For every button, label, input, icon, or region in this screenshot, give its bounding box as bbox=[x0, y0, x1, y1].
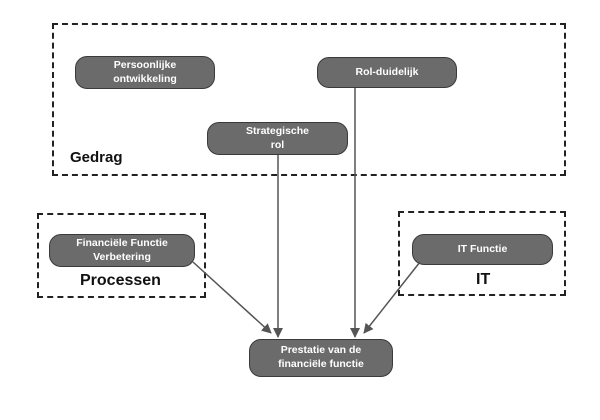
node-prestatie-line1: Prestatie van de bbox=[280, 344, 362, 357]
node-financiele-functie-verbetering: Financiële Functie Verbetering bbox=[49, 234, 195, 267]
node-rol-duidelijk: Rol-duidelijk bbox=[317, 57, 457, 88]
edge-financiele-to-prestatie bbox=[192, 261, 272, 334]
node-financiele-line2: Verbetering bbox=[93, 250, 151, 263]
node-strategische-rol: Strategische rol bbox=[207, 122, 348, 155]
node-strategische-line1: Strategische bbox=[245, 124, 310, 137]
node-prestatie-line2: financiële functie bbox=[278, 358, 364, 370]
group-it bbox=[398, 211, 566, 296]
node-financiele-line1: Financiële Functie bbox=[76, 236, 168, 249]
group-gedrag bbox=[52, 23, 566, 176]
node-persoonlijke-ontwikkeling: Persoonlijke ontwikkeling bbox=[75, 56, 215, 89]
group-it-label: IT bbox=[476, 271, 491, 288]
node-prestatie-financiele-functie: Prestatie van de financiële functie bbox=[249, 339, 393, 377]
node-persoonlijke-line2: ontwikkeling bbox=[113, 72, 177, 85]
group-processen bbox=[37, 213, 206, 298]
group-gedrag-label: Gedrag bbox=[70, 149, 123, 166]
group-processen-label: Processen bbox=[80, 272, 161, 289]
edge-it-functie-to-prestatie bbox=[363, 261, 421, 334]
node-persoonlijke-line1: Persoonlijke bbox=[113, 58, 177, 71]
node-it-functie: IT Functie bbox=[412, 234, 553, 265]
node-strategische-line2: rol bbox=[270, 138, 285, 151]
node-rol-duidelijk-line1: Rol-duidelijk bbox=[355, 65, 419, 78]
node-it-functie-line1: IT Functie bbox=[457, 242, 508, 255]
